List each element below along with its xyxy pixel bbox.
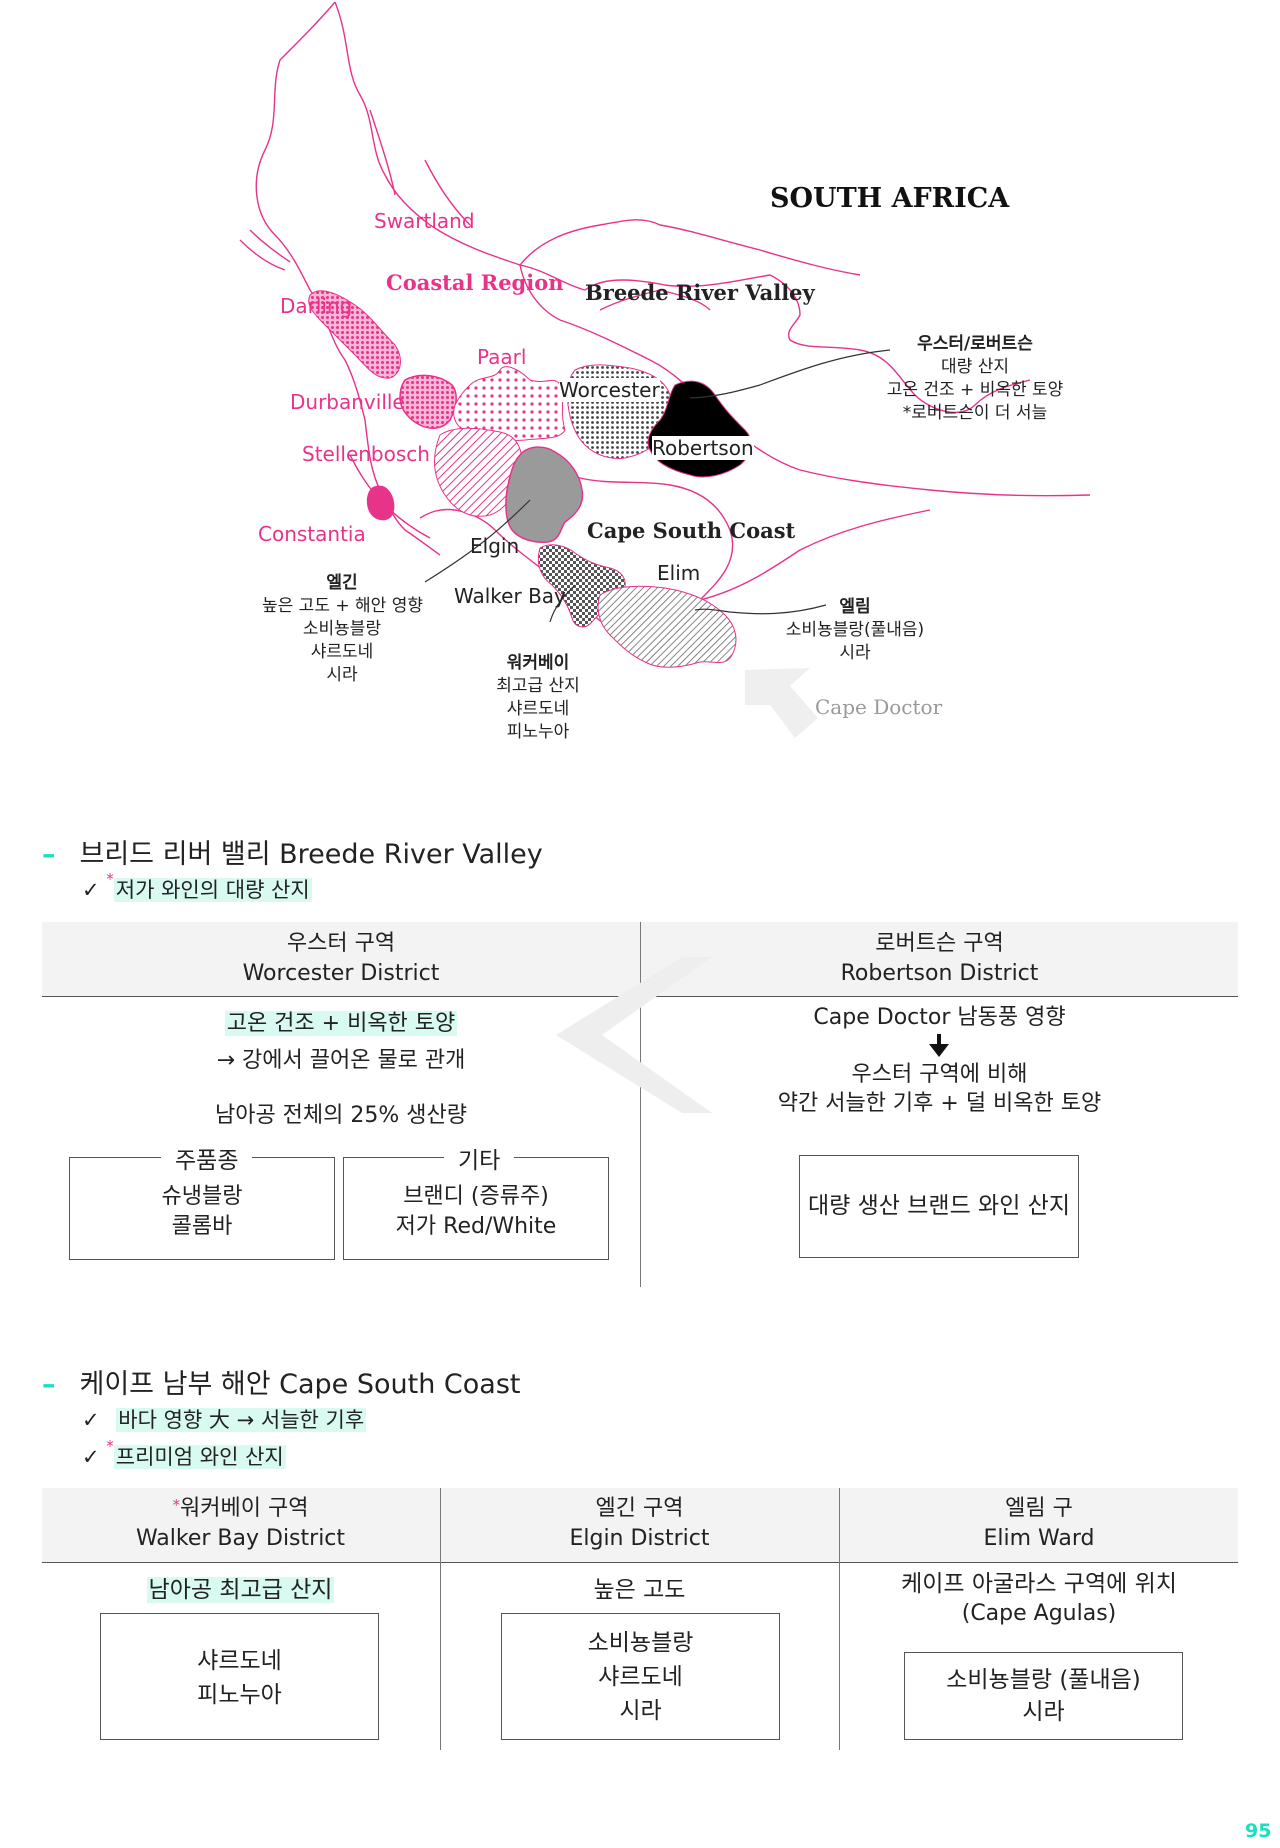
column-header-walker-bay: *워커베이 구역 Walker Bay District (135, 1496, 346, 1551)
cape-doctor-arrow (745, 668, 818, 738)
region-label-coastal-region: Coastal Region (386, 270, 564, 295)
main-varieties-box: 슈냉블랑 콜롬바 (69, 1157, 335, 1260)
note-elim: 엘림 소비뇽블랑(풀내음) 시라 (785, 597, 925, 663)
note-elgin: 엘긴 높은 고도 + 해안 영향 소비뇽블랑 샤르도네 시라 (262, 573, 423, 685)
note-worcester-robertson: 우스터/로버트슨 대량 산지 고온 건조 + 비옥한 토양 *로버트슨이 더 서… (886, 334, 1064, 423)
region-label-elim: Elim (657, 561, 701, 585)
dash-bullet: – (42, 839, 56, 870)
wine-region-map (239, 1, 1091, 738)
elim-location: 케이프 아굴라스 구역에 위치 (901, 1571, 1177, 1597)
darling-area (308, 290, 401, 379)
column-header-robertson: 로버트슨 구역 Robertson District (840, 931, 1039, 986)
main-varieties-label: 주품종 (161, 1141, 253, 1175)
column-header-elgin: 엘긴 구역 Elgin District (569, 1496, 710, 1551)
region-label-paarl: Paarl (477, 345, 527, 369)
other-products-label: 기타 (444, 1141, 515, 1175)
section-title-breede: –브리드 리버 밸리 Breede River Valley (42, 839, 543, 870)
region-label-stellenbosch: Stellenbosch (302, 442, 430, 466)
note-walker-bay: 워커베이 최고급 산지 샤르도네 피노누아 (496, 653, 580, 742)
elgin-tagline: 높은 고도 (593, 1577, 686, 1603)
asterisk-icon: * (106, 870, 114, 888)
robertson-compare: 우스터 구역에 비해 (851, 1062, 1028, 1087)
robertson-climate: 약간 서늘한 기후 + 덜 비옥한 토양 (777, 1091, 1102, 1116)
worcester-climate: 고온 건조 + 비옥한 토양 (224, 1011, 458, 1036)
robertson-brand-box: 대량 생산 브랜드 와인 산지 (799, 1155, 1079, 1258)
checkmark-icon: ✓ (82, 1445, 100, 1469)
table-divider (42, 1562, 1238, 1563)
check-line-sea: ✓ 바다 영향 大 → 서늘한 기후 (82, 1408, 367, 1432)
region-label-constantia: Constantia (258, 522, 366, 546)
page-number: 95 (1245, 1820, 1272, 1842)
region-label-cape-south-coast: Cape South Coast (587, 518, 796, 543)
region-label-elgin: Elgin (470, 534, 520, 558)
dash-bullet: – (42, 1369, 56, 1400)
robertson-wind: Cape Doctor 남동풍 영향 (813, 1005, 1066, 1030)
region-label-darling: Darling (280, 294, 353, 318)
elim-area (597, 585, 737, 668)
paarl-area (453, 366, 566, 441)
checkmark-icon: ✓ (82, 878, 100, 902)
region-label-worcester: Worcester (559, 378, 660, 402)
section-title-cape-south: –케이프 남부 해안 Cape South Coast (42, 1369, 521, 1400)
elim-location-en: (Cape Agulas) (961, 1601, 1117, 1626)
check-line-premium: ✓ *프리미엄 와인 산지 (82, 1437, 286, 1469)
elgin-area (505, 446, 584, 543)
elim-varieties-box: 소비뇽블랑 (풀내음) 시라 (904, 1652, 1183, 1740)
other-products-box: 브랜디 (증류주) 저가 Red/White (343, 1157, 609, 1260)
region-label-swartland: Swartland (374, 209, 475, 233)
durbanville-area (399, 374, 457, 430)
column-divider (640, 922, 641, 1287)
walker-bay-varieties-box: 샤르도네 피노누아 (100, 1613, 379, 1740)
region-label-durbanville: Durbanville (290, 390, 405, 414)
walker-bay-tagline: 남아공 최고급 산지 (146, 1577, 335, 1603)
arrow-down-icon (929, 1034, 949, 1057)
column-header-worcester: 우스터 구역 Worcester District (242, 931, 440, 986)
constantia-area (366, 485, 395, 521)
region-label-robertson: Robertson (652, 436, 754, 460)
column-divider (839, 1488, 840, 1750)
elgin-varieties-box: 소비뇽블랑 샤르도네 시라 (501, 1613, 780, 1740)
chevron-left-icon (556, 957, 712, 1113)
check-line-breede: ✓ *저가 와인의 대량 산지 (82, 870, 312, 902)
region-label-breede-river-valley: Breede River Valley (585, 280, 815, 305)
table-header-bg (42, 1488, 1238, 1562)
region-label-cape-doctor: Cape Doctor (815, 695, 943, 719)
worcester-irrigation: → 강에서 끌어온 물로 관개 (216, 1048, 466, 1073)
map-title: SOUTH AFRICA (770, 183, 1010, 214)
column-header-elim: 엘림 구 Elim Ward (983, 1496, 1095, 1551)
column-divider (440, 1488, 441, 1750)
checkmark-icon: ✓ (82, 1408, 100, 1432)
worcester-production: 남아공 전체의 25% 생산량 (214, 1103, 468, 1128)
asterisk-icon: * (172, 1496, 181, 1514)
asterisk-icon: * (106, 1437, 114, 1455)
region-label-walker-bay: Walker Bay (454, 584, 566, 608)
